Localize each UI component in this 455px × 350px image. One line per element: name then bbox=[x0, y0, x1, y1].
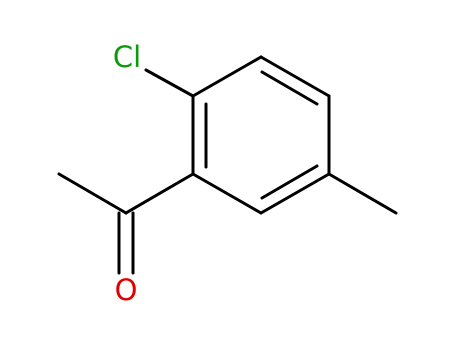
ring-inner-bond-c4-c5 bbox=[260, 164, 319, 200]
ring-bond-c1-c2 bbox=[191, 55, 263, 98]
oxygen-atom-label: O bbox=[115, 273, 138, 307]
bond-ring-to-carbonyl bbox=[124, 172, 195, 215]
ring-inner-bond-c2-c3 bbox=[260, 70, 319, 106]
bond-carbonyl-to-methyl bbox=[57, 172, 128, 215]
chlorine-atom-label: Cl bbox=[113, 40, 141, 74]
bond-ring-to-chlorine bbox=[144, 68, 195, 98]
ring-bond-c2-c3 bbox=[259, 55, 331, 98]
ring-bond-c5-c6 bbox=[191, 172, 263, 215]
ring-bond-c4-c5 bbox=[259, 172, 331, 215]
bond-ring-to-methyl bbox=[327, 172, 398, 215]
